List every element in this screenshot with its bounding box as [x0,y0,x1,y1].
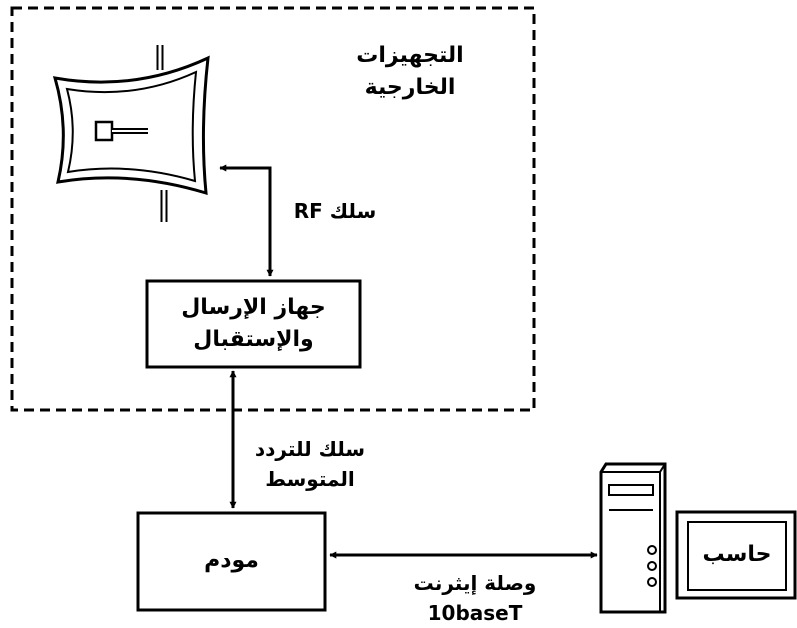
monitor-icon [675,510,797,600]
transceiver-box [145,279,362,369]
computer-label: حاسب [702,542,772,567]
antenna-icon [52,45,210,222]
ethernet-line2: 10baseT [427,601,523,625]
computer-tower-icon [599,462,667,614]
ethernet-line1: وصلة إيثرنت [413,571,537,595]
transceiver-line2: والإستقبال [193,327,314,352]
modem-label: مودم [204,548,259,573]
if-cable-label: سلك للتردد المتوسط [245,434,375,494]
outdoor-equipment-line1: التجهيزات [356,43,464,68]
transceiver-label: جهاز الإرسال والإستقبال [150,292,357,356]
modem-box [136,511,327,612]
rf-cable-arrow [219,164,274,277]
rf-cable-label: سلك RF [293,199,377,223]
outdoor-equipment-line2: الخارجية [364,75,456,100]
if-cable-line2: المتوسط [265,467,355,491]
outdoor-equipment-boundary [10,6,536,412]
transceiver-line1: جهاز الإرسال [181,295,326,320]
outdoor-equipment-label: التجهيزات الخارجية [340,40,480,104]
ethernet-label: وصلة إيثرنت 10baseT [375,568,575,628]
if-cable-line1: سلك للتردد [254,437,366,461]
